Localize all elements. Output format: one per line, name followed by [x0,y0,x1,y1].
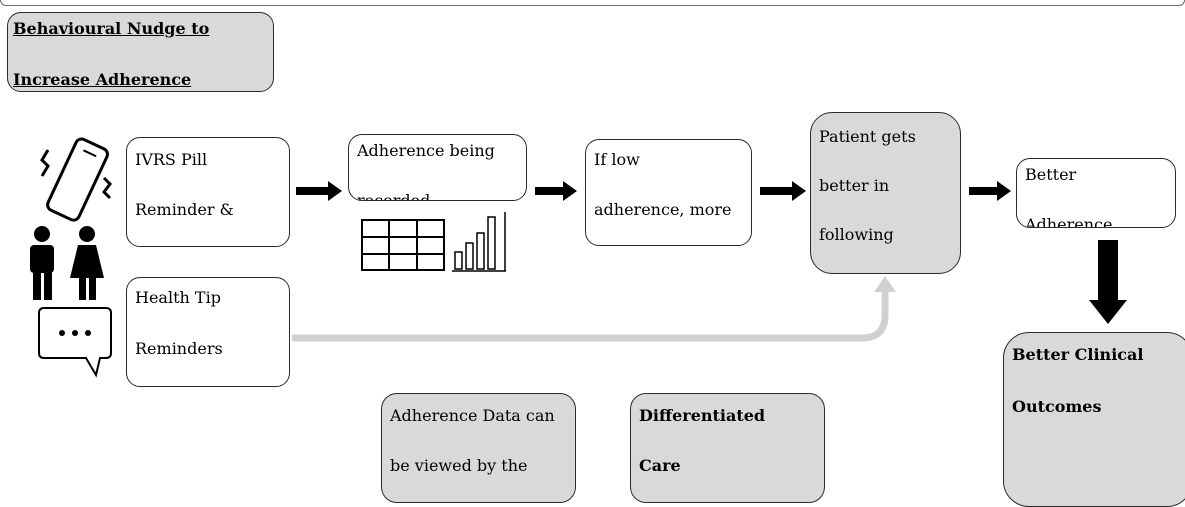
man-icon [30,226,54,300]
patient-better-line-1: Patient gets [819,127,916,146]
health-tip-connector [292,290,889,342]
differentiated-line-1: Differentiated [639,406,766,425]
low-adherence-line-2: adherence, more [594,200,732,219]
table-grid-icon [361,219,445,271]
better-adherence-line-2: Adherence [1025,215,1113,228]
adherence-recorded-line-1: Adherence being [357,141,495,160]
arrow-low-to-patient [760,181,806,201]
clinical-outcomes-box: Better Clinical Outcomes [1003,332,1185,507]
title-line-2: Increase Adherence [13,70,192,89]
arrow-ivrs-to-recorded [296,181,342,201]
clinical-outcomes-line-2: Outcomes [1012,397,1102,416]
low-adherence-line-1: If low [594,150,640,169]
adherence-recorded-box: Adherence being recorded [348,134,527,201]
chat-dots [59,330,91,336]
adherence-data-line-1: Adherence Data can [390,406,555,425]
arrow-patient-to-adherence [969,181,1011,201]
patient-better-line-2: better in [819,176,890,195]
health-tip-line-1: Health Tip [135,288,221,307]
adherence-data-box: Adherence Data can be viewed by the [381,393,576,503]
ivrs-box: IVRS Pill Reminder & [126,137,290,247]
patient-better-line-3: following [819,225,894,244]
ivrs-line-1: IVRS Pill [135,150,208,169]
better-adherence-box: Better Adherence [1016,158,1176,228]
patient-better-box: Patient gets better in following [810,112,961,274]
adherence-recorded-line-2: recorded [357,191,431,201]
ivrs-line-2: Reminder & [135,200,234,219]
bar-chart-icon [452,212,506,272]
arrow-recorded-to-low [535,181,577,201]
title-box: Behavioural Nudge to Increase Adherence [7,12,274,92]
title-line-1: Behavioural Nudge to [13,19,210,38]
clinical-outcomes-line-1: Better Clinical [1012,345,1144,364]
low-adherence-box: If low adherence, more [585,139,752,246]
woman-icon [70,226,104,300]
arrow-adherence-to-outcomes [1089,240,1127,324]
differentiated-line-2: Care [639,456,681,475]
health-tip-box: Health Tip Reminders [126,277,290,387]
health-tip-line-2: Reminders [135,339,223,358]
chat-bubble-icon [38,307,112,378]
better-adherence-line-1: Better [1025,165,1077,184]
adherence-data-line-2: be viewed by the [390,456,528,475]
differentiated-care-box: Differentiated Care [630,393,825,503]
vibrating-phone-icon [46,137,109,222]
connector-arrowhead [874,276,896,292]
